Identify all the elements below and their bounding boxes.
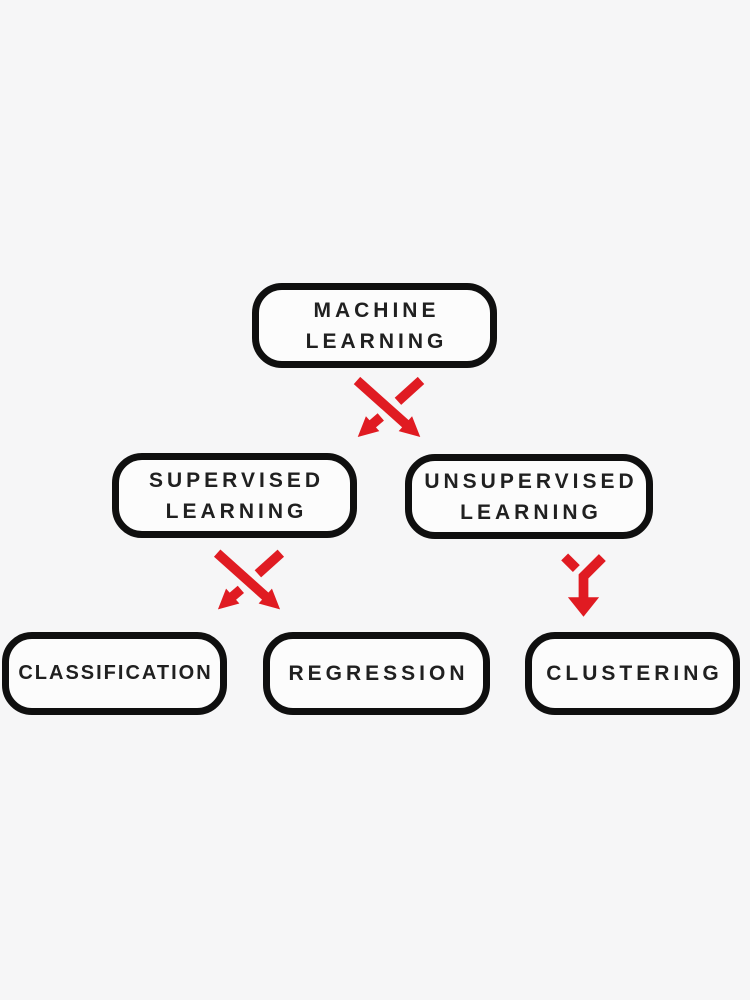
node-clustering-label: CLUSTERING (546, 662, 723, 685)
node-unsupervised-learning: UNSUPERVISED LEARNING (405, 454, 653, 539)
crossed-arrows-icon (353, 376, 425, 438)
node-clustering: CLUSTERING (525, 632, 740, 715)
crossed-arrows-icon (213, 549, 285, 610)
node-machine-learning-label: MACHINE LEARNING (305, 298, 448, 353)
node-machine-learning: MACHINE LEARNING (252, 283, 497, 368)
node-classification-label: CLASSIFICATION (18, 662, 213, 684)
node-regression: REGRESSION (263, 632, 490, 715)
node-regression-label: REGRESSION (288, 662, 469, 685)
node-classification: CLASSIFICATION (2, 632, 227, 715)
node-supervised-learning: SUPERVISED LEARNING (112, 453, 357, 538)
merge-arrow-icon (561, 553, 606, 617)
node-unsupervised-learning-label: UNSUPERVISED LEARNING (424, 469, 638, 524)
node-supervised-learning-label: SUPERVISED LEARNING (149, 468, 324, 523)
